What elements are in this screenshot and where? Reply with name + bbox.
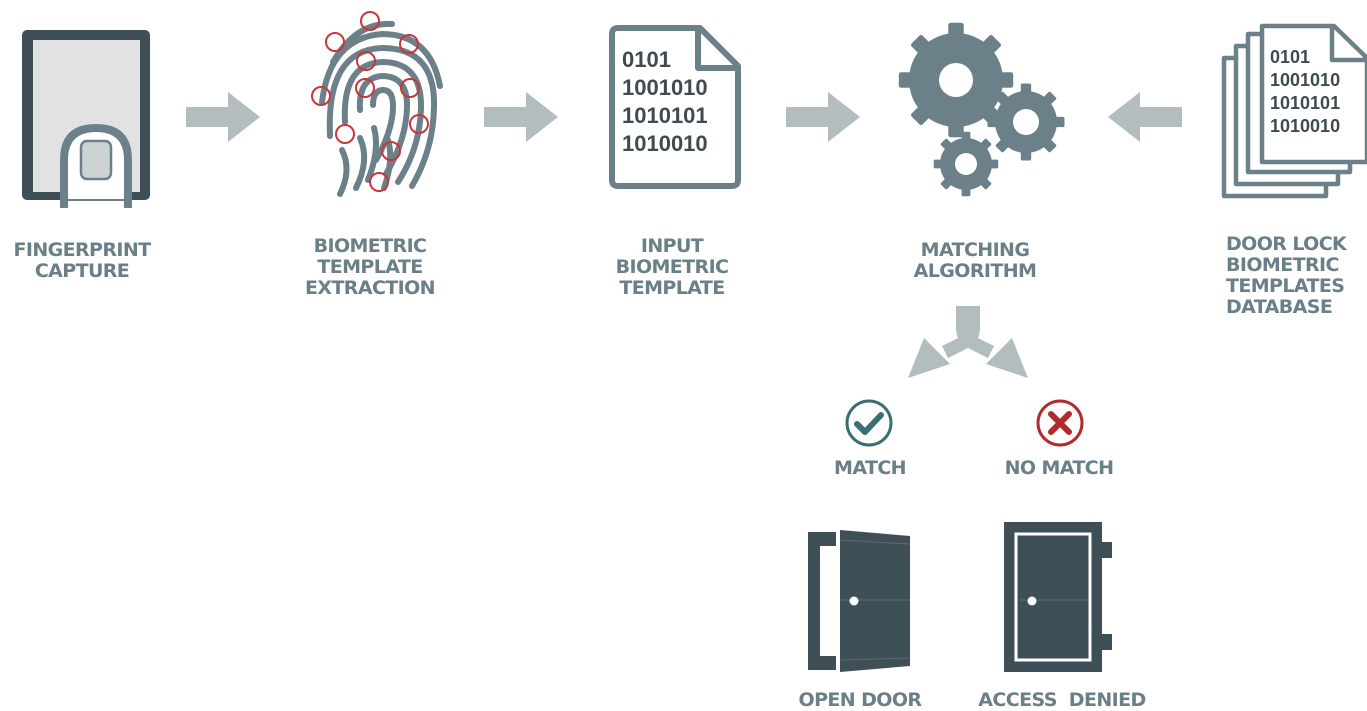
- step-label-template-extraction: BIOMETRIC TEMPLATE EXTRACTION: [305, 235, 436, 299]
- step-label-database: DOOR LOCK BIOMETRIC TEMPLATES DATABASE: [1226, 233, 1347, 318]
- template-bits: 0101 1001010 1010101 1010010: [622, 47, 708, 156]
- right-arrow-icon: [786, 92, 860, 142]
- left-arrow-icon: [1108, 92, 1182, 142]
- x-circle-icon: [1036, 399, 1084, 447]
- open-door-label: OPEN DOOR: [798, 689, 922, 711]
- document-stack-icon: [1221, 23, 1367, 199]
- right-arrow-icon: [484, 92, 558, 142]
- gears-icon: [898, 22, 1065, 197]
- split-arrow-icon: [908, 306, 1028, 378]
- step-label-matching-algorithm: MATCHING ALGORITHM: [913, 239, 1037, 282]
- binary-document-icon: [609, 25, 741, 189]
- match-label: MATCH: [834, 457, 907, 479]
- database-bits: 0101 1001010 1010101 1010010: [1270, 47, 1341, 136]
- access-denied-label: ACCESS DENIED: [978, 689, 1146, 711]
- closed-door-icon: [1004, 522, 1112, 672]
- step-label-input-template: INPUT BIOMETRIC TEMPLATE: [615, 235, 729, 299]
- right-arrow-icon: [186, 92, 260, 142]
- fingerprint-minutiae-icon: [311, 11, 443, 197]
- check-circle-icon: [845, 399, 893, 447]
- step-label-fingerprint-capture: FINGERPRINT CAPTURE: [13, 239, 151, 282]
- open-door-icon: [808, 530, 911, 672]
- no-match-label: NO MATCH: [1004, 457, 1114, 479]
- fingerprint-scanner-icon: [22, 30, 150, 208]
